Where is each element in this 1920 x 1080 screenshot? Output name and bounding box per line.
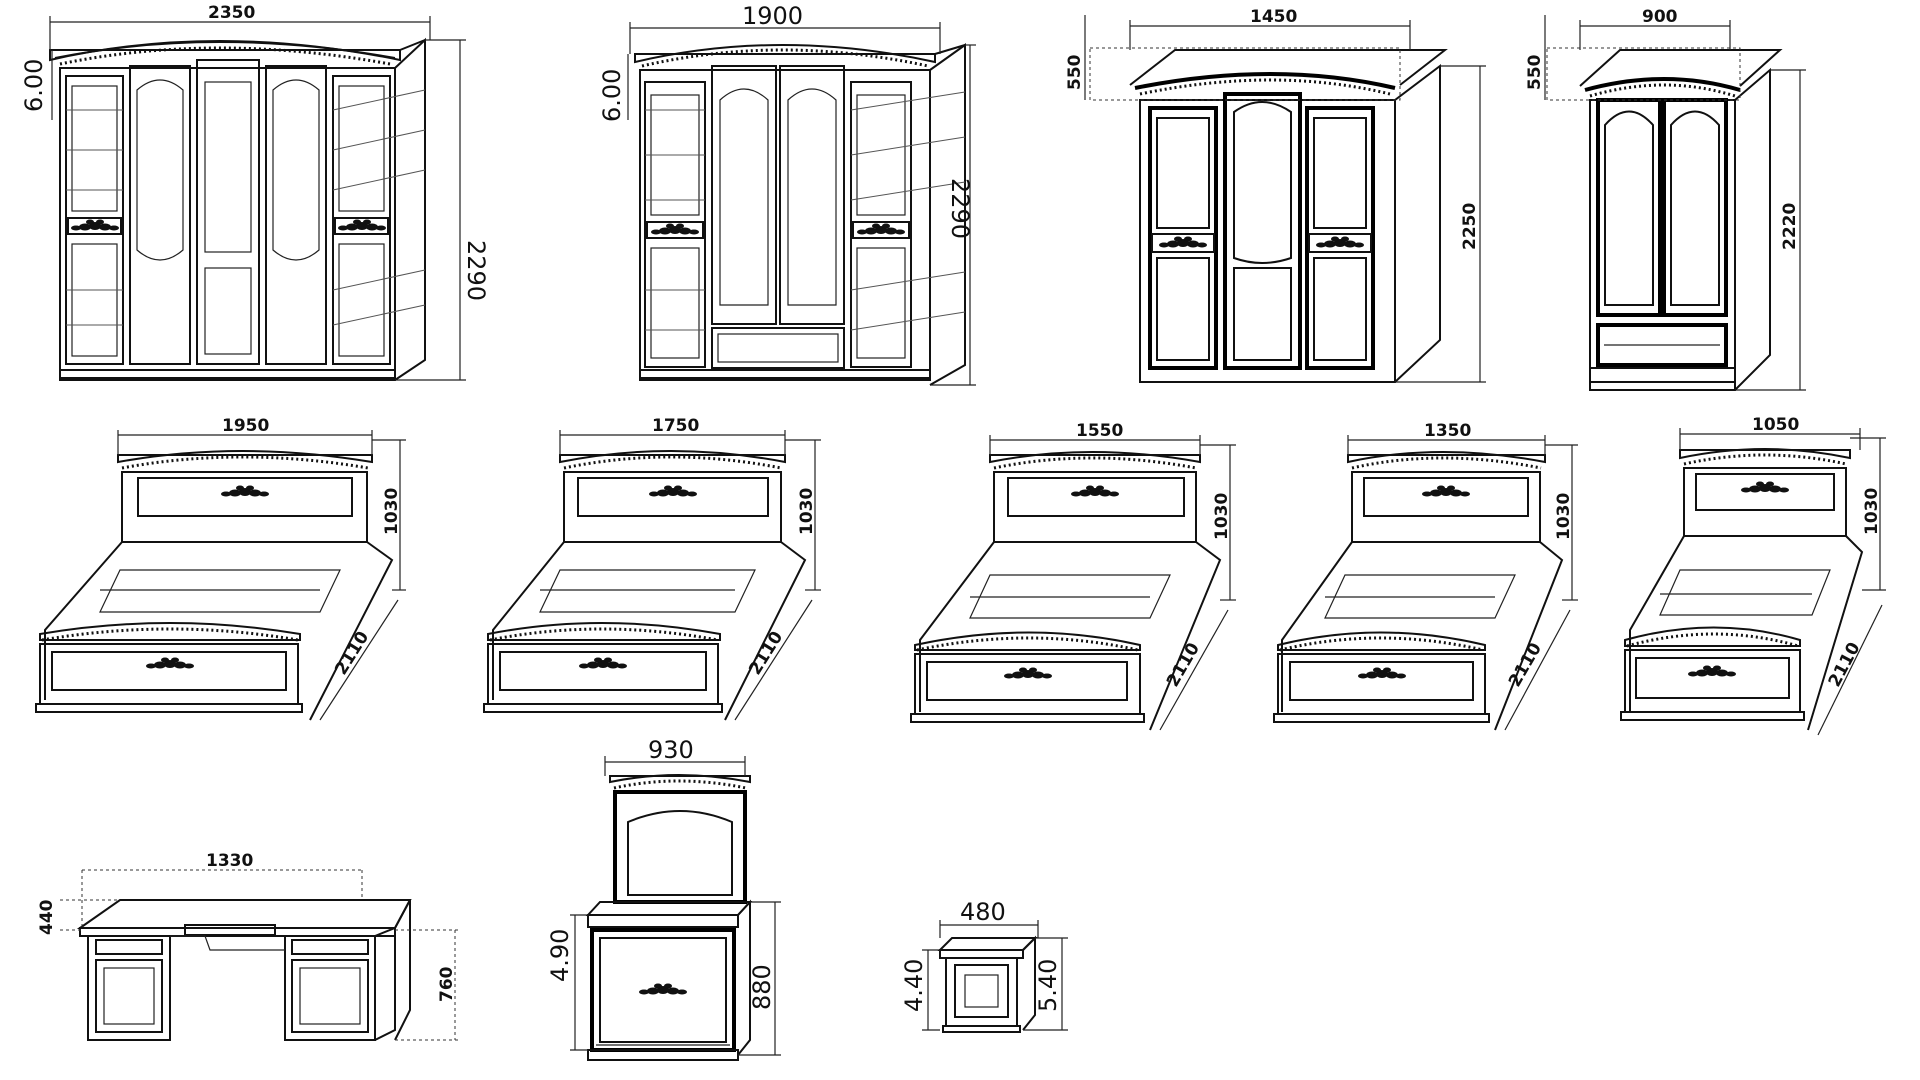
nightstand-depth-label: 4.40 bbox=[900, 959, 928, 1012]
wardrobe2-width-label: 900 bbox=[1642, 7, 1678, 27]
wardrobe5-height-label: 2290 bbox=[462, 240, 490, 301]
bed4-height-label: 1030 bbox=[1554, 493, 1574, 540]
wardrobe3-width-label: 1450 bbox=[1250, 7, 1297, 27]
bed5-length-label: 2110 bbox=[1825, 639, 1865, 690]
bed5-width-label: 1050 bbox=[1752, 415, 1799, 435]
dresser-width-label: 930 bbox=[648, 736, 694, 764]
nightstand-height-label: 5.40 bbox=[1034, 959, 1062, 1012]
bed3-length-label: 2110 bbox=[1163, 639, 1204, 690]
desk-depth-label: 440 bbox=[37, 899, 57, 935]
bed-1350: 1350 1030 2110 bbox=[1273, 421, 1578, 731]
wardrobe-three-door: 1450 550 2250 bbox=[1065, 7, 1486, 383]
bed-1550: 1550 1030 2110 bbox=[910, 421, 1236, 731]
dresser-with-mirror: 930 4.90 880 bbox=[546, 736, 781, 1061]
wardrobe2-height-label: 2220 bbox=[1780, 203, 1800, 250]
wardrobe4-crown-label: 6.00 bbox=[598, 69, 626, 122]
wardrobe-two-door: 900 550 2220 bbox=[1525, 7, 1806, 391]
bed1-length-label: 2110 bbox=[331, 628, 373, 679]
bed2-width-label: 1750 bbox=[652, 416, 699, 436]
wardrobe5-crown-label: 6.00 bbox=[20, 59, 48, 112]
bed3-width-label: 1550 bbox=[1076, 421, 1123, 441]
bed4-width-label: 1350 bbox=[1424, 421, 1471, 441]
dresser-height-label: 880 bbox=[748, 964, 776, 1010]
wardrobe-five-door: 2350 6.00 2290 bbox=[20, 3, 490, 381]
nightstand: 480 4.40 5.40 bbox=[900, 898, 1068, 1033]
bed3-height-label: 1030 bbox=[1212, 493, 1232, 540]
wardrobe4-width-label: 1900 bbox=[742, 2, 803, 30]
bed2-height-label: 1030 bbox=[797, 488, 817, 535]
wardrobe5-width-label: 2350 bbox=[208, 3, 255, 23]
dresser-depth-label: 4.90 bbox=[546, 929, 574, 982]
bed-1950: 1950 1030 2110 bbox=[35, 416, 406, 721]
bed2-length-label: 2110 bbox=[745, 628, 787, 679]
wardrobe2-depth-label: 550 bbox=[1525, 54, 1545, 90]
bed5-height-label: 1030 bbox=[1862, 488, 1882, 535]
wardrobe3-depth-label: 550 bbox=[1065, 54, 1085, 90]
desk-height-label: 760 bbox=[437, 966, 457, 1002]
bed1-height-label: 1030 bbox=[382, 488, 402, 535]
wardrobe-four-door: 1900 6.00 2290 bbox=[598, 2, 976, 386]
desk: 1330 440 760 bbox=[37, 851, 460, 1041]
bed1-width-label: 1950 bbox=[222, 416, 269, 436]
wardrobe4-height-label: 2290 bbox=[946, 178, 974, 239]
bed-1050: 1050 1030 2110 bbox=[1620, 415, 1886, 736]
nightstand-width-label: 480 bbox=[960, 898, 1006, 926]
bed-1750: 1750 1030 2110 bbox=[483, 416, 821, 721]
wardrobe3-height-label: 2250 bbox=[1460, 203, 1480, 250]
desk-width-label: 1330 bbox=[206, 851, 253, 871]
